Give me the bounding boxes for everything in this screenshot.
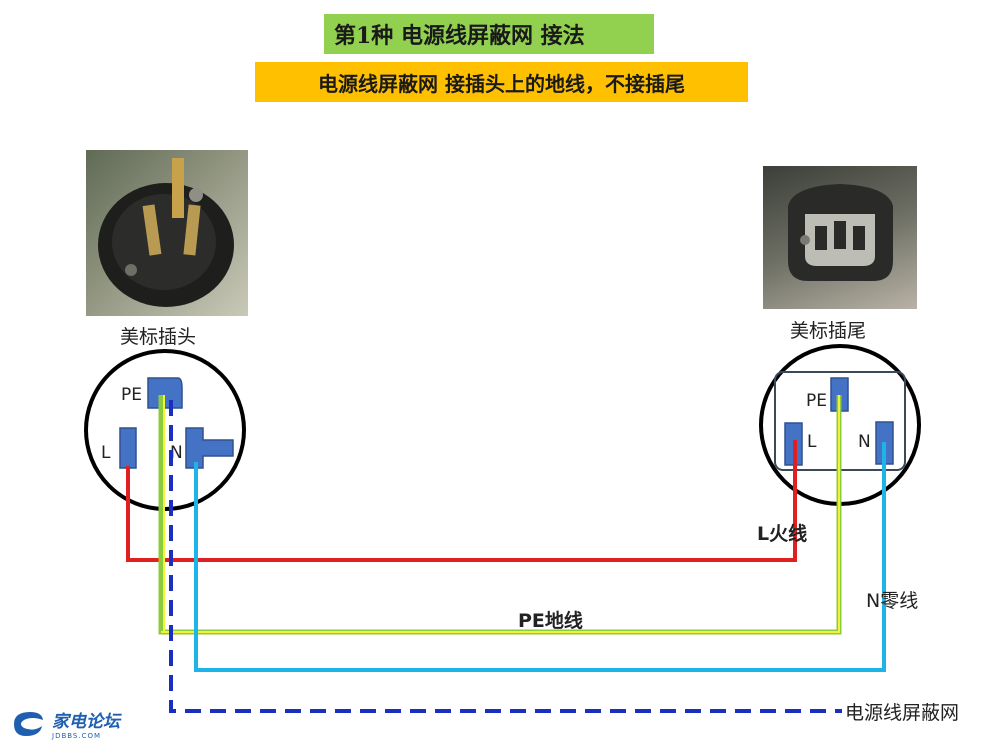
socket-l-label: L <box>807 432 817 452</box>
socket-pe-label: PE <box>806 391 827 411</box>
shield-wire-label: 电源线屏蔽网 <box>845 702 960 724</box>
shield-wire <box>169 400 842 713</box>
live-wire-label: L火线 <box>757 523 808 545</box>
neutral-wire-label: N零线 <box>866 590 919 612</box>
plug-pe-label: PE <box>121 385 142 405</box>
logo-sub-text: JDBBS.COM <box>52 731 102 740</box>
logo-swirl-icon <box>14 712 43 736</box>
site-logo: 家电论坛 JDBBS.COM <box>10 704 150 742</box>
plug-photo <box>86 150 248 316</box>
plug-pin-l <box>119 427 137 469</box>
plug-pin-pe <box>147 377 183 409</box>
socket-n-label: N <box>858 432 871 452</box>
page-subtitle: 电源线屏蔽网 接插头上的地线，不接插尾 <box>318 71 685 96</box>
socket-photo <box>763 166 917 309</box>
socket-caption: 美标插尾 <box>790 320 867 342</box>
subtitle-banner: 电源线屏蔽网 接插头上的地线，不接插尾 <box>255 62 748 102</box>
logo-main-text: 家电论坛 <box>52 711 120 732</box>
earth-wire-green <box>158 395 842 635</box>
page-title: 第1种 电源线屏蔽网 接法 <box>334 23 585 49</box>
earth-wire-yellow <box>163 395 840 633</box>
live-wire <box>126 440 797 562</box>
plug-caption: 美标插头 <box>120 326 197 348</box>
neutral-wire <box>194 442 886 672</box>
earth-wire-label: PE地线 <box>518 610 583 632</box>
plug-pin-n <box>185 427 234 469</box>
plug-l-label: L <box>101 443 111 463</box>
title-banner: 第1种 电源线屏蔽网 接法 <box>324 14 654 54</box>
plug-n-label: N <box>170 443 183 463</box>
